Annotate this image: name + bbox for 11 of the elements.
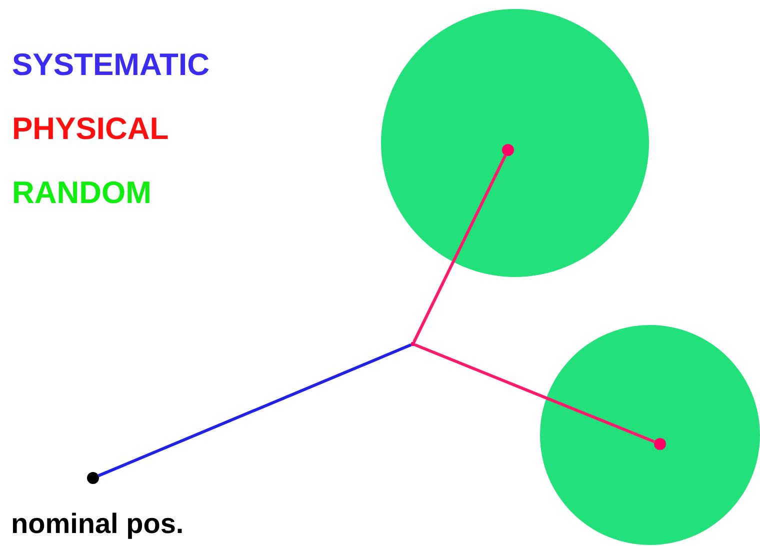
position-label: nominal pos. (11, 508, 184, 540)
nominal-position-dot (87, 472, 99, 484)
connector-line (98, 343, 412, 478)
connector-line (414, 343, 655, 444)
position-dot (654, 438, 666, 450)
position-dot (502, 144, 514, 156)
junction-point (411, 342, 415, 346)
legend-entry: PHYSICAL (12, 112, 169, 146)
connector-line (412, 154, 507, 343)
legend-entry: RANDOM (12, 176, 152, 210)
legend-entry: SYSTEMATIC (12, 48, 210, 82)
